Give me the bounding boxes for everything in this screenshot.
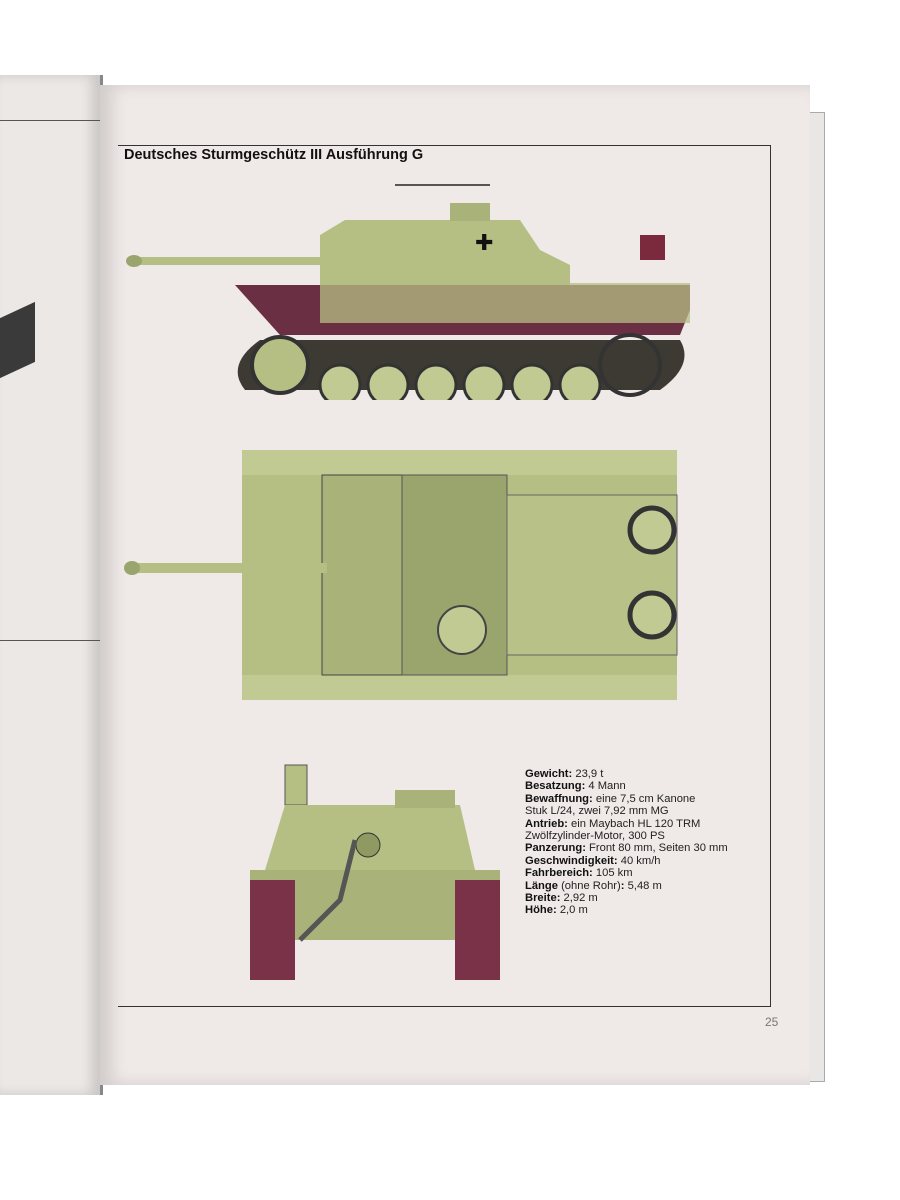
drive-sprocket xyxy=(250,335,310,395)
muzzle-brake xyxy=(126,255,142,267)
page-number: 25 xyxy=(765,1015,779,1029)
balkenkreuz-icon: ✚ xyxy=(475,230,493,255)
idler-wheel xyxy=(598,333,662,397)
spare-wheel xyxy=(627,590,677,640)
spec-row: Höhe: 2,0 m xyxy=(525,904,588,917)
tank-front-view xyxy=(250,764,500,980)
spare-wheel xyxy=(627,505,677,555)
tank-top-view xyxy=(124,450,678,700)
superstructure xyxy=(320,220,570,285)
gun-mantlet xyxy=(355,832,381,858)
spec-row: Bewaffnung: eine 7,5 cm Kanone xyxy=(525,792,696,805)
tank-side-view: ✚ xyxy=(126,184,690,400)
spec-row: Zwölfzylinder-Motor, 300 PS xyxy=(525,830,665,843)
spec-row: Breite: 2,92 m xyxy=(525,892,598,905)
book-page: Deutsches Sturmgeschütz III Ausführung G… xyxy=(100,85,810,1085)
gun-barrel xyxy=(127,563,327,573)
commander-cupola xyxy=(437,605,487,655)
page-title: Deutsches Sturmgeschütz III Ausführung G xyxy=(124,147,424,163)
spec-row: Besatzung: 4 Mann xyxy=(525,780,626,793)
gun-barrel xyxy=(130,257,330,265)
spec-row: Antrieb: ein Maybach HL 120 TRM xyxy=(525,817,701,830)
track-left xyxy=(250,880,295,980)
spec-row: Stuk L/24, zwei 7,92 mm MG xyxy=(525,805,669,818)
spec-row: Länge (ohne Rohr): 5,48 m xyxy=(525,879,662,892)
spec-row: Panzerung: Front 80 mm, Seiten 30 mm xyxy=(525,842,728,855)
spec-row: Gewicht: 23,9 t xyxy=(525,768,604,780)
spec-row: Geschwindigkeit: 40 km/h xyxy=(525,854,661,867)
track-right xyxy=(455,880,500,980)
page-frame xyxy=(118,145,771,1007)
specifications-list: Gewicht: 23,9 t Besatzung: 4 Mann Bewaff… xyxy=(525,768,728,917)
divider xyxy=(0,640,100,641)
spec-row: Fahrbereich: 105 km xyxy=(525,867,633,880)
road-wheels xyxy=(318,363,602,400)
left-page xyxy=(0,75,103,1095)
illustration-fragment xyxy=(0,301,35,379)
divider xyxy=(0,120,100,121)
